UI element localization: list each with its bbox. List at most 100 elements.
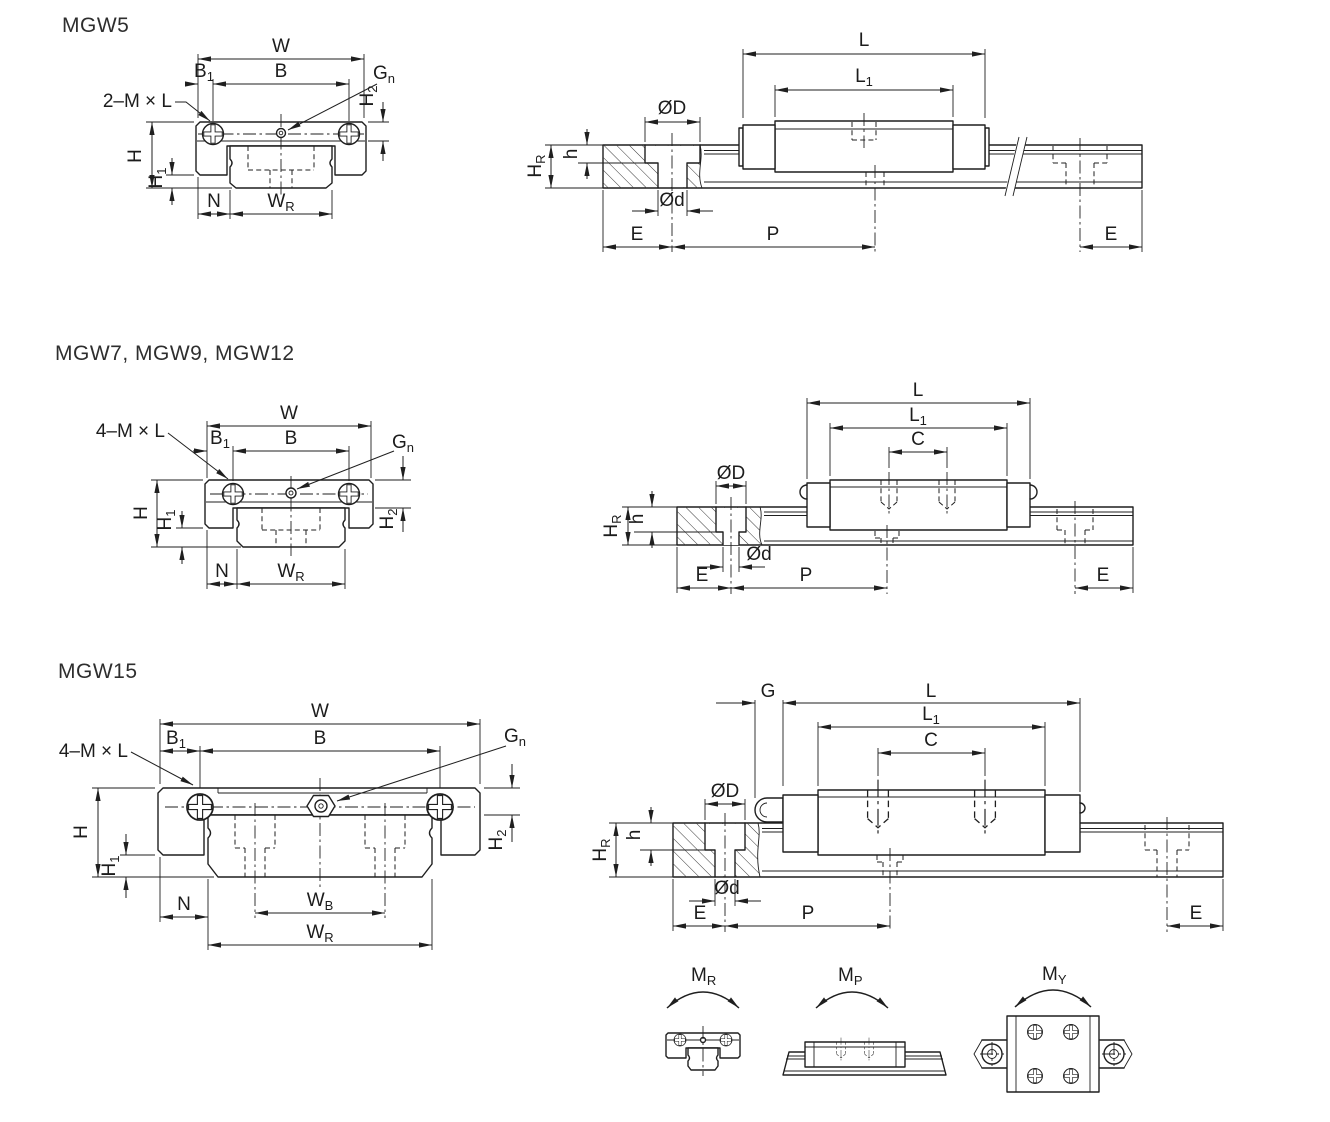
phillips-screw-icon: [186, 793, 214, 821]
dim-label-b1: B1: [194, 61, 214, 84]
dim-label-l: L: [913, 380, 924, 401]
dim-label-b1: B1: [166, 728, 186, 751]
dim-label-e: E: [631, 224, 644, 245]
moment-label-mp: MP: [838, 965, 863, 988]
dim-label-p: P: [802, 903, 815, 924]
dim-label-e: E: [694, 903, 707, 924]
moment-pitch: MP: [782, 965, 947, 1076]
dim-label-h1: H1: [146, 168, 169, 189]
dim-label-hr: HR: [590, 838, 613, 861]
dim-label-dia-d-big: ØD: [711, 781, 740, 802]
dim-label-h-depth: h: [624, 830, 645, 841]
dim-label-b: B: [275, 61, 288, 82]
dim-label-h1: H1: [155, 510, 178, 531]
dim-label-e: E: [696, 565, 709, 586]
dim-label-hr: HR: [601, 514, 624, 537]
leader-gn: [296, 450, 395, 490]
dim-label-hr: HR: [525, 154, 548, 177]
dim-label-gn: Gn: [373, 63, 395, 86]
dim-label-dia-d-small: Ød: [714, 878, 739, 899]
phillips-screw-icon: [1027, 1024, 1043, 1040]
phillips-screw-icon: [426, 793, 454, 821]
dim-label-b: B: [285, 428, 298, 449]
dim-label-wr: WR: [306, 922, 333, 945]
carriage-side: [817, 789, 1046, 856]
grease-nipple-hex-icon: [306, 794, 336, 818]
grease-nipple-icon: [1029, 484, 1038, 500]
dim-label-dia-d-small: Ød: [659, 190, 684, 211]
carriage-side: [829, 479, 1008, 531]
phillips-screw-icon: [1063, 1024, 1079, 1040]
dim-label-n: N: [207, 191, 221, 212]
carriage-side: [804, 1041, 906, 1068]
section-title-mgw15: MGW15: [58, 660, 138, 683]
dim-label-h2: H2: [486, 830, 509, 851]
dim-label-p: P: [767, 224, 780, 245]
dim-label-n: N: [177, 894, 191, 915]
dim-label-p: P: [800, 565, 813, 586]
leader-gn: [287, 83, 378, 131]
end-cap: [742, 124, 776, 170]
phillips-screw-icon: [337, 122, 361, 146]
leader-mount-screw: [130, 751, 194, 786]
dim-label-w: W: [311, 701, 329, 722]
end-cap: [1044, 794, 1081, 853]
section-title-mgw5: MGW5: [62, 14, 129, 37]
dim-label-h-depth: h: [627, 514, 648, 525]
carriage-cross-section: [157, 787, 481, 856]
dim-label-b1: B1: [210, 428, 230, 451]
dim-label-g: G: [761, 681, 776, 702]
dim-label-l: L: [926, 681, 937, 702]
moment-yaw: MY: [973, 964, 1133, 1093]
moment-label-my: MY: [1042, 964, 1067, 987]
moment-roll: MR: [665, 965, 741, 1076]
dim-label-n: N: [215, 561, 229, 582]
dim-label-wr: WR: [277, 561, 304, 584]
carriage-cross-section: [195, 121, 367, 176]
mount-screw-note: 2–M × L: [103, 91, 172, 112]
mgw15-front-view: W B B1 Gn 4–M × L H H1 H2 N WB WR: [59, 701, 526, 950]
dim-label-h2: H2: [357, 86, 380, 107]
section-mgw7-9-12: MGW7, MGW9, MGW12 W B B1 Gn 4–M × L H H1: [55, 342, 1134, 594]
dim-label-gn: Gn: [504, 726, 526, 749]
end-cap: [782, 794, 819, 853]
leader-gn: [336, 745, 507, 802]
dim-label-b: B: [314, 728, 327, 749]
dim-label-gn: Gn: [392, 432, 414, 455]
dim-label-w: W: [280, 403, 298, 424]
dim-label-dia-d-big: ØD: [658, 98, 687, 119]
leader-mount-screw: [175, 101, 211, 122]
phillips-screw-icon: [673, 1033, 687, 1047]
mount-screw-note: 4–M × L: [59, 741, 128, 762]
phillips-screw-icon: [1027, 1068, 1043, 1084]
dim-label-l1: L1: [855, 66, 873, 89]
grease-nipple-icon: [754, 797, 784, 823]
dim-label-h1: H1: [99, 856, 122, 877]
mgw5-side-view: L L1 ØD Ød h HR E P E: [525, 30, 1143, 252]
rail-break-symbol: [1004, 137, 1027, 196]
dim-label-wb: WB: [307, 890, 334, 913]
dim-label-l1: L1: [922, 704, 940, 727]
moment-diagrams: MR MP MY: [665, 964, 1133, 1093]
dim-label-e: E: [1097, 565, 1110, 586]
leader-mount-screw: [167, 432, 229, 480]
section-title-mgw7-9-12: MGW7, MGW9, MGW12: [55, 342, 295, 365]
carriage-cross-section: [204, 479, 374, 529]
section-mgw15: MGW15 W B B1 Gn 4–M × L H: [58, 660, 1224, 950]
dim-label-l: L: [859, 30, 870, 51]
mgw5-front-view: W B B1 Gn 2–M × L H H1 H2 N WR: [103, 36, 395, 219]
dim-label-h-height: H: [71, 825, 92, 839]
mgw7-side-view: L L1 C ØD Ød h HR E P E: [601, 380, 1134, 594]
dim-label-h-height: H: [125, 149, 146, 163]
phillips-screw-icon: [1063, 1068, 1079, 1084]
phillips-screw-icon: [221, 482, 245, 506]
mount-screw-note: 4–M × L: [96, 421, 165, 442]
dim-label-l1: L1: [909, 405, 927, 428]
dim-label-e: E: [1190, 903, 1203, 924]
dim-label-dia-d-small: Ød: [746, 544, 771, 565]
yaw-arrow-icon: [1014, 989, 1092, 1008]
dim-label-dia-d-big: ØD: [717, 463, 746, 484]
dim-label-w: W: [272, 36, 290, 57]
